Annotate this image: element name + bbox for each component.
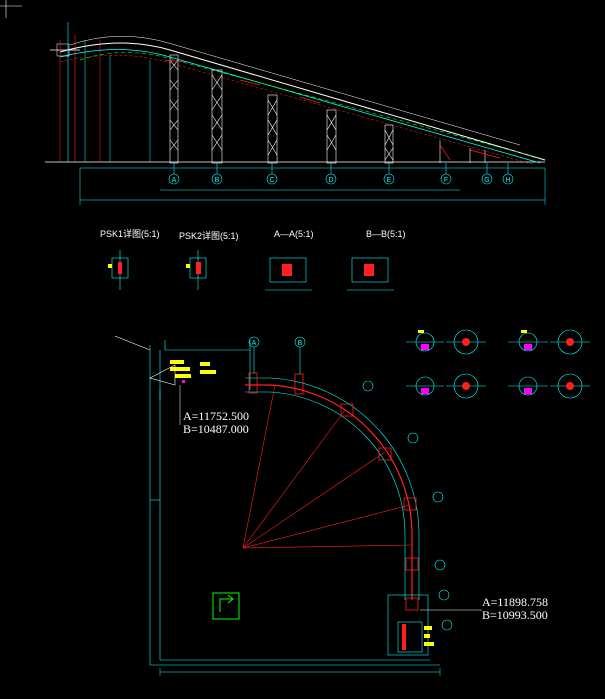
section-label-psk2: PSK2详图(5:1) [179, 230, 239, 241]
coord-upper: A=11752.500 B=10487.000 [179, 385, 249, 436]
coord-upper-b: B=10487.000 [183, 422, 249, 436]
plan-axis-label-a: A [252, 340, 257, 347]
plan-axis-label-b: B [298, 340, 303, 347]
section-details: PSK1详图(5:1) PSK2详图(5:1) A—A(5:1) B—B(5:1… [100, 228, 406, 291]
axis-label-elev-3: C [269, 177, 274, 184]
plan-view: A B A=11752.500 B=10487.000 A=11898.758 … [114, 335, 548, 676]
section-label-psk1: PSK1详图(5:1) [100, 228, 160, 239]
coord-lower: A=11898.758 B=10993.500 [420, 595, 548, 622]
axis-label-elev-5: E [387, 177, 392, 184]
axis-label-elev-6: F [444, 177, 448, 184]
section-label-a-a: A—A(5:1) [274, 229, 314, 239]
axis-label-elev-7: G [484, 177, 489, 184]
coord-lower-b: B=10993.500 [482, 608, 548, 622]
elevation-view: A B C D E F G H [45, 22, 546, 205]
coord-upper-a: A=11752.500 [183, 409, 249, 423]
axis-label-elev-8: H [505, 177, 510, 184]
bolt-details [406, 329, 590, 399]
axis-label-elev-2: B [215, 177, 220, 184]
coord-lower-a: A=11898.758 [482, 595, 548, 609]
axis-label-elev-4: D [328, 177, 333, 184]
axis-label-elev-1: A [172, 177, 177, 184]
crosshair-icon [0, 0, 22, 18]
north-arrow-icon [212, 592, 240, 620]
section-label-b-b: B—B(5:1) [366, 229, 406, 239]
